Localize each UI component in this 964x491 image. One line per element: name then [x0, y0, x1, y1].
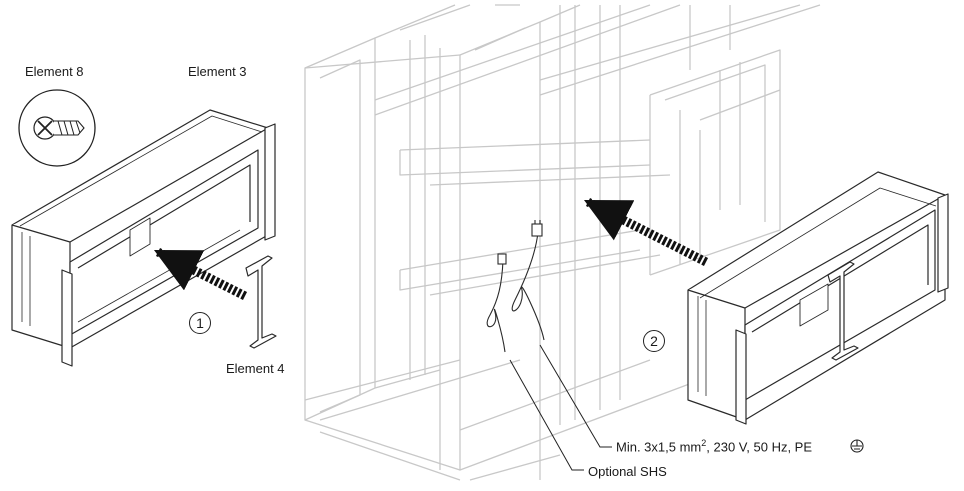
optional-shs-label: Optional SHS [588, 464, 667, 479]
screw-icon [18, 89, 96, 167]
element-4-label: Element 4 [226, 361, 285, 376]
insert-arrow-left [153, 247, 248, 301]
earth-ground-icon [850, 439, 864, 453]
element-3-label: Element 3 [188, 64, 247, 79]
shs-leader [509, 359, 584, 471]
wiring-leader [539, 344, 612, 448]
wiring-spec-prefix: Min. 3x1,5 mm [616, 439, 702, 455]
wiring-spec-sup: 2 [701, 438, 707, 448]
step-1-badge: 1 [189, 312, 211, 334]
wiring-spec: Min. 3x1,5 mm2, 230 V, 50 Hz, PE [616, 438, 812, 454]
wiring-spec-suffix: , 230 V, 50 Hz, PE [706, 439, 813, 455]
insert-box-left [11, 109, 276, 367]
i-profile-element [245, 255, 277, 349]
wall-frame [304, 4, 821, 481]
power-cable [511, 220, 545, 341]
insert-arrow-right [583, 197, 709, 267]
element-8-label: Element 8 [25, 64, 84, 79]
shs-cable [486, 253, 507, 353]
step-2-badge: 2 [643, 330, 665, 352]
insert-box-right [687, 171, 949, 425]
